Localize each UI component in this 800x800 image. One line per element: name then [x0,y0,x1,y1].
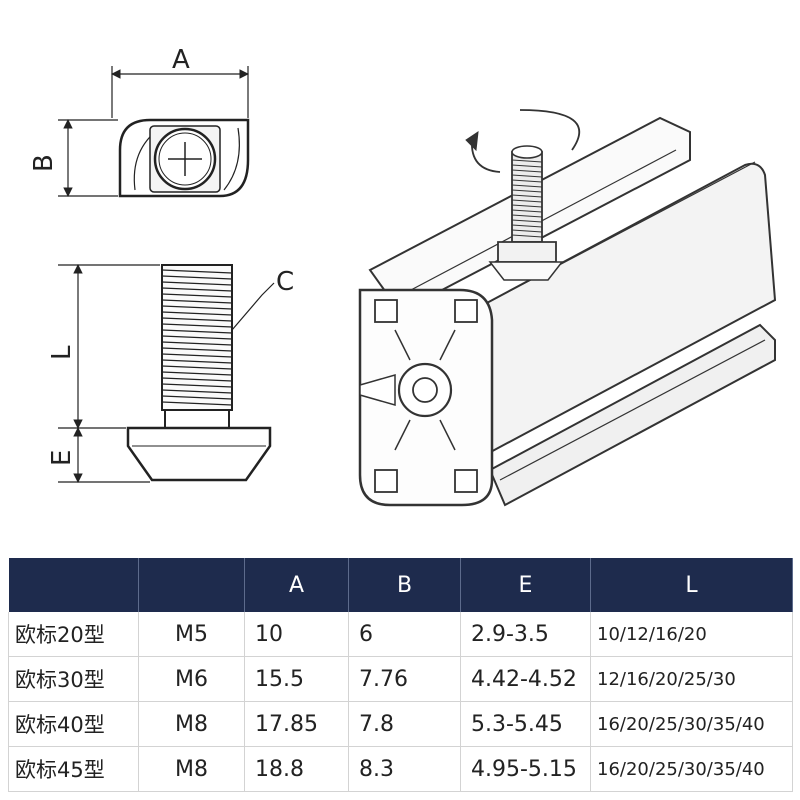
bolt-thread-line [511,174,543,178]
dimension-c-label: C [276,267,294,297]
thread-line [161,335,233,340]
cell-model: 欧标20型 [8,612,139,657]
cell-l: 16/20/25/30/35/40 [590,746,793,792]
cell-a: 15.5 [244,656,349,702]
thread-line [161,275,233,280]
top-view-drawing [58,66,250,198]
header-cell-l: L [590,558,793,612]
cell-e: 5.3-5.45 [460,701,591,747]
thread-line [161,317,233,322]
cell-a: 10 [244,612,349,657]
cell-thread: M8 [138,746,245,792]
thread-line [161,389,233,394]
cell-thread: M5 [138,612,245,657]
bolt-thread-line [511,204,543,208]
bolt-thread-line [511,184,543,188]
table-row: 欧标30型 M6 15.5 7.76 4.42-4.52 12/16/20/25… [8,656,793,702]
bolt-thread-line [511,229,543,233]
bolt-thread-line [511,224,543,228]
thread-line [161,347,233,352]
header-cell-thread [138,558,245,612]
header-cell-a: A [244,558,349,612]
drawing-canvas: A B C L E [29,45,777,507]
dimension-b-label: B [29,154,59,172]
profile-assembly-drawing [358,109,777,507]
table-header-row: A B E L [8,558,793,612]
bolt-thread-line [511,234,543,238]
thread-line [161,293,233,298]
thread-line [161,401,233,406]
cell-b: 7.76 [348,656,461,702]
thread-line [161,377,233,382]
bolt-thread-line [511,214,543,218]
spec-table: A B E L 欧标20型 M5 10 6 2.9-3.5 10/12/16/2… [8,558,793,792]
bolt-thread-line [511,194,543,198]
cell-model: 欧标45型 [8,746,139,792]
thread-line [161,281,233,286]
header-cell-model [8,558,139,612]
bolt-thread-line [511,179,543,183]
thread-line [161,365,233,370]
bolt-thread-line [511,169,543,173]
thread-line [161,299,233,304]
cell-a: 17.85 [244,701,349,747]
cell-l: 12/16/20/25/30 [590,656,793,702]
cell-b: 7.8 [348,701,461,747]
cell-model: 欧标40型 [8,701,139,747]
bolt-thread-line [511,189,543,193]
thread-line [161,287,233,292]
cell-a: 18.8 [244,746,349,792]
thread-line [161,371,233,376]
thread-line [161,341,233,346]
cell-thread: M8 [138,701,245,747]
cell-l: 16/20/25/30/35/40 [590,701,793,747]
thread-line [161,269,233,274]
dimension-e-label: E [47,450,77,466]
dimension-a-label: A [172,45,190,75]
bolt-thread-line [511,199,543,203]
thread-line [161,305,233,310]
cell-model: 欧标30型 [8,656,139,702]
technical-drawings: A B C L E [29,45,777,507]
cell-e: 2.9-3.5 [460,612,591,657]
thread-line [161,395,233,400]
table-row: 欧标45型 M8 18.8 8.3 4.95-5.15 16/20/25/30/… [8,746,793,792]
header-cell-e: E [460,558,591,612]
bolt-thread-line [511,164,543,168]
thread-line [161,383,233,388]
header-cell-b: B [348,558,461,612]
bolt-thread-line [511,219,543,223]
thread-line [161,323,233,328]
thread-line [161,329,233,334]
cell-b: 6 [348,612,461,657]
dimension-l-label: L [47,345,77,360]
cell-e: 4.95-5.15 [460,746,591,792]
cell-b: 8.3 [348,746,461,792]
table-row: 欧标40型 M8 17.85 7.8 5.3-5.45 16/20/25/30/… [8,701,793,747]
thread-line [161,311,233,316]
cell-e: 4.42-4.52 [460,656,591,702]
cell-l: 10/12/16/20 [590,612,793,657]
thread-line [161,353,233,358]
thread-line [161,359,233,364]
bolt-thread-line [511,209,543,213]
bolt-thread-line [511,159,543,163]
cell-thread: M6 [138,656,245,702]
side-view-drawing [58,264,275,483]
table-row: 欧标20型 M5 10 6 2.9-3.5 10/12/16/20 [8,612,793,657]
